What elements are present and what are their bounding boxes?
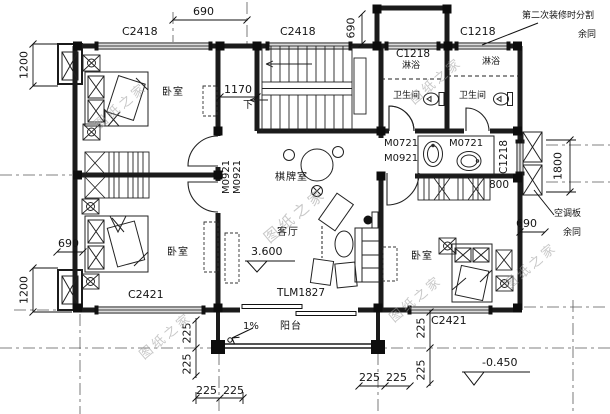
room-bedroom-top-left: 卧室 [162, 87, 184, 98]
wardrobes [84, 151, 491, 201]
dim-800: 800 [489, 179, 510, 191]
note-renovation-split: 第二次装修时分割 [522, 11, 595, 21]
sliding-door [241, 304, 357, 316]
bathroom-fixtures [381, 75, 520, 175]
columns [73, 4, 522, 354]
dim-1170: 1170 [224, 83, 252, 96]
note-rest-same-top: 余同 [578, 30, 597, 40]
bed-bottom-left [84, 215, 149, 273]
window-tag-c1218-right: C1218 [497, 139, 510, 175]
dim-1800: 1800 [551, 152, 565, 180]
note-ac-panel: 空调板 [554, 209, 582, 219]
elevation-symbols [227, 22, 555, 386]
dim-225-rh1: 225 [359, 371, 380, 384]
dim-225-rv1: 225 [414, 317, 428, 339]
bed-bottom-right [451, 243, 493, 303]
ac-panels [61, 51, 543, 305]
dim-225-rv2: 225 [414, 359, 428, 381]
dim-690-top: 690 [193, 5, 214, 18]
door-tag-m0721-2: M0721 [449, 138, 484, 149]
sofa-group [309, 192, 381, 289]
plant-stands [81, 54, 514, 292]
mahjong-table [283, 146, 344, 197]
door-tag-tlm1827: TLM1827 [277, 287, 326, 299]
window-tag-c1218-bath1: C1218 [396, 48, 431, 60]
ac-bay-left [57, 43, 83, 311]
room-bathroom-2: 卫生间 [459, 91, 487, 101]
dim-225-lh2: 225 [223, 384, 244, 397]
level-ground: -0.450 [482, 356, 518, 369]
dim-1200-bottom: 1200 [17, 276, 31, 304]
door-tag-m0721-1: M0721 [384, 138, 419, 149]
window-tag-c2418-stair: C2418 [280, 25, 316, 38]
room-shower-1: 淋浴 [402, 61, 421, 71]
dim-1200-top: 1200 [17, 51, 31, 79]
room-bedroom-right: 卧室 [411, 251, 433, 262]
dressers [202, 85, 398, 284]
room-bathroom-1: 卫生间 [393, 91, 421, 101]
bed-top-left [84, 71, 149, 127]
dim-225-rh2: 225 [386, 371, 407, 384]
balcony-walls [216, 312, 380, 349]
dim-225-lv2: 225 [180, 353, 194, 375]
window-tag-c1218-top: C1218 [460, 25, 496, 38]
window-tag-c2421-right: C2421 [431, 314, 467, 327]
dim-225-lh1: 225 [196, 384, 217, 397]
door-tag-m0921-b: M0921 [232, 159, 243, 195]
dim-690-right: 690 [516, 217, 537, 230]
note-rest-same-right: 余同 [563, 228, 582, 238]
dimension-lines [29, 10, 576, 404]
level-floor: 3.600 [251, 245, 283, 258]
note-stair-down: 下 [243, 100, 254, 111]
room-bedroom-bottom-left: 卧室 [167, 247, 189, 258]
dim-690-left: 690 [58, 237, 79, 250]
door-tag-m0921-a: M0921 [221, 159, 232, 195]
window-tag-c2418-left: C2418 [122, 25, 158, 38]
door-tag-m0921-c: M0921 [384, 153, 419, 164]
room-chess: 棋牌室 [275, 172, 308, 183]
room-living: 客厅 [277, 227, 299, 238]
note-slope: 1% [243, 321, 259, 332]
staircase [249, 46, 367, 131]
window-tag-c2421-left: C2421 [128, 288, 164, 301]
dim-690-bay: 690 [344, 17, 358, 39]
room-shower-2: 淋浴 [482, 57, 501, 67]
wall-openings [215, 128, 490, 314]
room-balcony: 阳台 [280, 321, 302, 332]
